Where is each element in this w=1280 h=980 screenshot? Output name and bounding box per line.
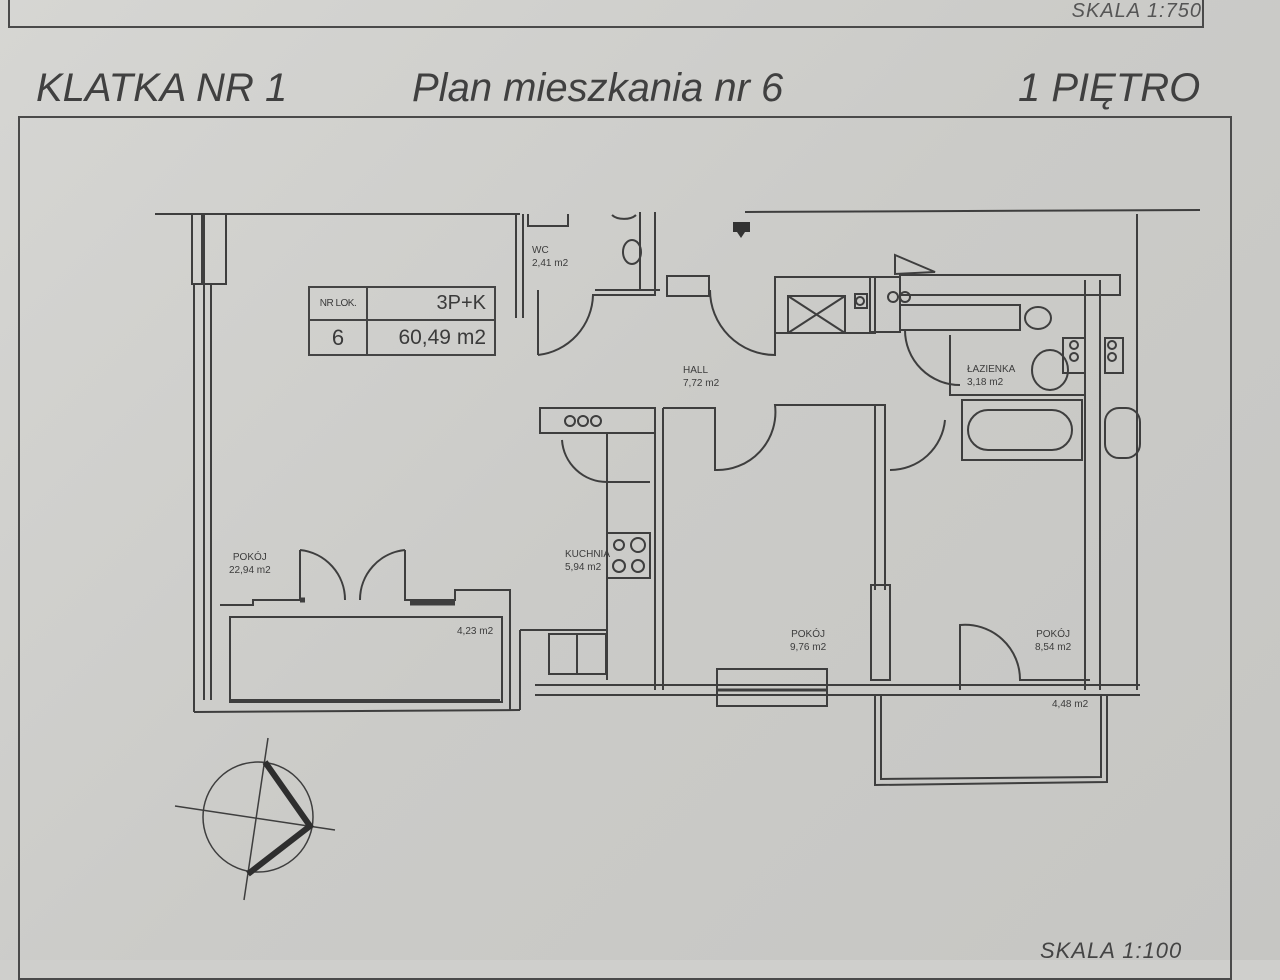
apartment-type: 3P+K (366, 286, 496, 321)
room-label-balcony-1: 4,23 m2 (457, 626, 494, 637)
nr-lok-label: NR LOK. (308, 286, 368, 321)
floor-plan-drawing (155, 209, 1201, 901)
paper-sheet (0, 0, 1280, 960)
plan-title: Plan mieszkania nr 6 (412, 66, 784, 110)
floor-title: 1 PIĘTRO (1018, 66, 1201, 110)
scale-bottom-label: SKALA 1:100 (1040, 938, 1183, 963)
apartment-total-area: 60,49 m2 (366, 319, 496, 356)
north-arrow-icon (174, 737, 336, 901)
scale-top-label: SKALA 1:750 (1071, 0, 1202, 22)
staircase-title: KLATKA NR 1 (36, 66, 288, 110)
apartment-info-table: NR LOK. 3P+K 6 60,49 m2 (308, 286, 496, 356)
previous-plan-frame (8, 0, 1204, 28)
entrance-arrow-icon (733, 222, 750, 238)
apartment-number: 6 (308, 319, 368, 356)
room-label-balcony-2: 4,48 m2 (1052, 699, 1089, 710)
